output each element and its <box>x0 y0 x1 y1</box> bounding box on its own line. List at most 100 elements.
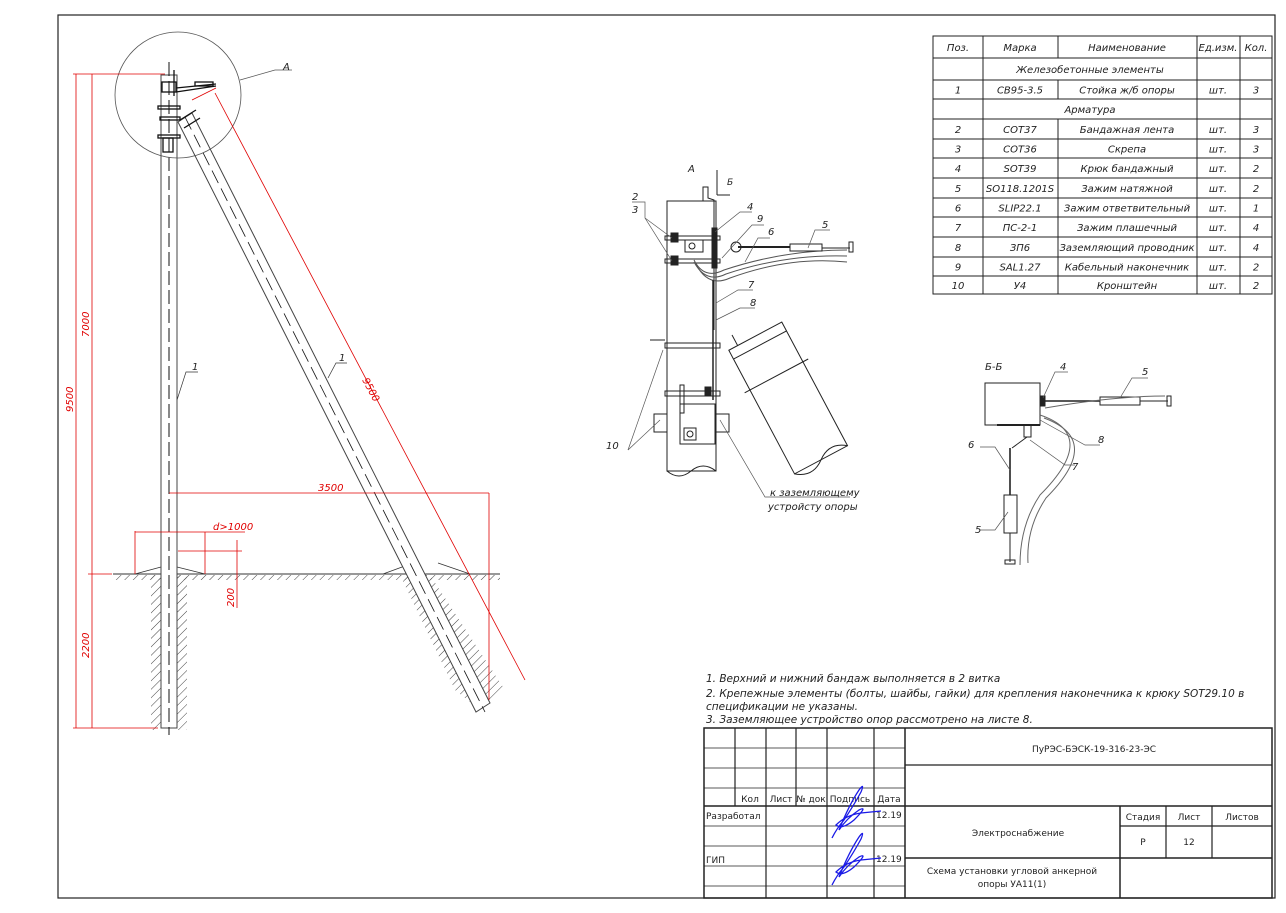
chief-label: ГИП <box>706 856 725 866</box>
cell-mark: COT37 <box>1003 125 1037 136</box>
title-block-text: ПуРЭС-БЭСК-19-316-23-ЭС Кол Лист № док П… <box>706 745 1259 890</box>
cell-name: Зажим плашечный <box>1077 223 1177 234</box>
dimension-lines <box>73 73 526 729</box>
cell-pos: 3 <box>955 145 961 156</box>
notes: 1. Верхний и нижний бандаж выполняется в… <box>706 673 1244 726</box>
header-pos: Поз. <box>947 43 969 54</box>
cell-unit: шт. <box>1209 223 1227 234</box>
col-header-qty: Кол <box>741 795 759 805</box>
cell-qty: 3 <box>1253 145 1259 156</box>
dim-above-ground: 7000 <box>81 312 92 337</box>
detail-label-4: 4 <box>747 202 753 213</box>
cell-qty: 2 <box>1253 184 1259 195</box>
section-label-8: 8 <box>1098 435 1104 446</box>
cell-name: Стойка ж/б опоры <box>1079 85 1175 97</box>
table-row: 7 ПС-2-1 Зажим плашечный шт. 4 <box>955 223 1259 234</box>
detail-label-2: 2 <box>632 192 638 203</box>
section-fittings: Арматура <box>1063 105 1115 116</box>
table-row: 2 COT37 Бандажная лента шт. 3 <box>955 125 1259 136</box>
cell-mark: У4 <box>1014 281 1026 292</box>
cell-mark: COT36 <box>1003 145 1037 156</box>
title-block <box>703 727 1273 899</box>
dim-d: d>1000 <box>213 522 253 533</box>
col-header-sheet: Лист <box>770 795 793 805</box>
detail-label-7: 7 <box>748 280 755 291</box>
callout-a-label: А <box>282 62 290 73</box>
cell-unit: шт. <box>1209 145 1227 156</box>
header-name: Наименование <box>1088 43 1166 54</box>
section-label-7: 7 <box>1072 462 1079 473</box>
cell-mark: ПС-2-1 <box>1003 223 1037 234</box>
section-label-4: 4 <box>1060 362 1066 373</box>
cell-unit: шт. <box>1209 164 1227 175</box>
doc-code: ПуРЭС-БЭСК-19-316-23-ЭС <box>1032 745 1156 755</box>
cell-qty: 2 <box>1253 281 1259 292</box>
section-bb-title: Б-Б <box>985 362 1002 373</box>
detail-label-3: 3 <box>632 205 638 216</box>
dim-200: 200 <box>226 588 237 607</box>
cell-pos: 7 <box>955 223 962 234</box>
detail-label-8: 8 <box>750 298 756 309</box>
cell-pos: 4 <box>955 164 961 175</box>
cell-mark: SAL1.27 <box>999 263 1041 274</box>
cell-qty: 2 <box>1253 263 1259 274</box>
drawing-title-line1: Схема установки угловой анкерной <box>927 867 1097 877</box>
header-unit: Ед.изм. <box>1199 43 1238 54</box>
pit-hatch-left <box>151 575 161 730</box>
col-header-date: Дата <box>877 795 900 805</box>
developer-date: 12.19 <box>876 811 902 821</box>
header-mark: Марка <box>1003 43 1036 54</box>
cell-pos: 6 <box>955 204 961 215</box>
cell-name: Заземляющий проводник <box>1060 243 1195 254</box>
section-label-6: 6 <box>968 440 974 451</box>
sheets-header: Листов <box>1225 813 1259 823</box>
stage-header: Стадия <box>1126 813 1161 823</box>
cell-unit: шт. <box>1209 86 1227 97</box>
developer-label: Разработал <box>706 812 761 822</box>
cell-pos: 10 <box>952 281 965 292</box>
ground-note-line1: к заземляющему <box>770 488 861 499</box>
detail-label-5: 5 <box>822 220 828 231</box>
spec-table-text: Поз. Марка Наименование Ед.изм. Кол. Жел… <box>947 43 1267 292</box>
cell-qty: 3 <box>1253 86 1259 97</box>
section-concrete: Железобетонные элементы <box>1015 64 1164 76</box>
project-name: Электроснабжение <box>972 829 1065 839</box>
pole-vertical <box>160 74 178 729</box>
dim-below-ground: 2200 <box>81 633 92 658</box>
signatures <box>831 785 882 886</box>
chief-signature <box>831 832 882 886</box>
spec-table <box>932 35 1273 295</box>
cell-name: Бандажная лента <box>1080 125 1174 136</box>
top-fittings <box>157 70 217 153</box>
cell-qty: 2 <box>1253 164 1259 175</box>
cell-qty: 4 <box>1253 223 1259 234</box>
ground-note-line2: устройсту опоры <box>767 502 858 513</box>
detail-a-view <box>627 170 854 498</box>
detail-a-circle <box>114 31 242 159</box>
cell-mark: ЗП6 <box>1010 243 1030 254</box>
chief-date: 12.19 <box>876 855 902 865</box>
pit-hatch-right <box>177 575 187 730</box>
section-label-5-top: 5 <box>1142 367 1148 378</box>
cell-pos: 8 <box>955 243 961 254</box>
cell-pos: 2 <box>955 125 961 136</box>
note-1: 1. Верхний и нижний бандаж выполняется в… <box>706 673 1000 685</box>
cell-unit: шт. <box>1209 125 1227 136</box>
cell-mark: СВ95-3.5 <box>997 86 1043 97</box>
drawing-title-line2: опоры УА11(1) <box>978 880 1046 890</box>
cell-mark: SLIP22.1 <box>998 204 1041 215</box>
cell-unit: шт. <box>1209 263 1227 274</box>
sheet-header: Лист <box>1178 813 1201 823</box>
cell-unit: шт. <box>1209 281 1227 292</box>
sheet-frame <box>57 14 1276 899</box>
cell-name: Скрепа <box>1108 145 1146 156</box>
cell-unit: шт. <box>1209 184 1227 195</box>
cell-qty: 3 <box>1253 125 1259 136</box>
